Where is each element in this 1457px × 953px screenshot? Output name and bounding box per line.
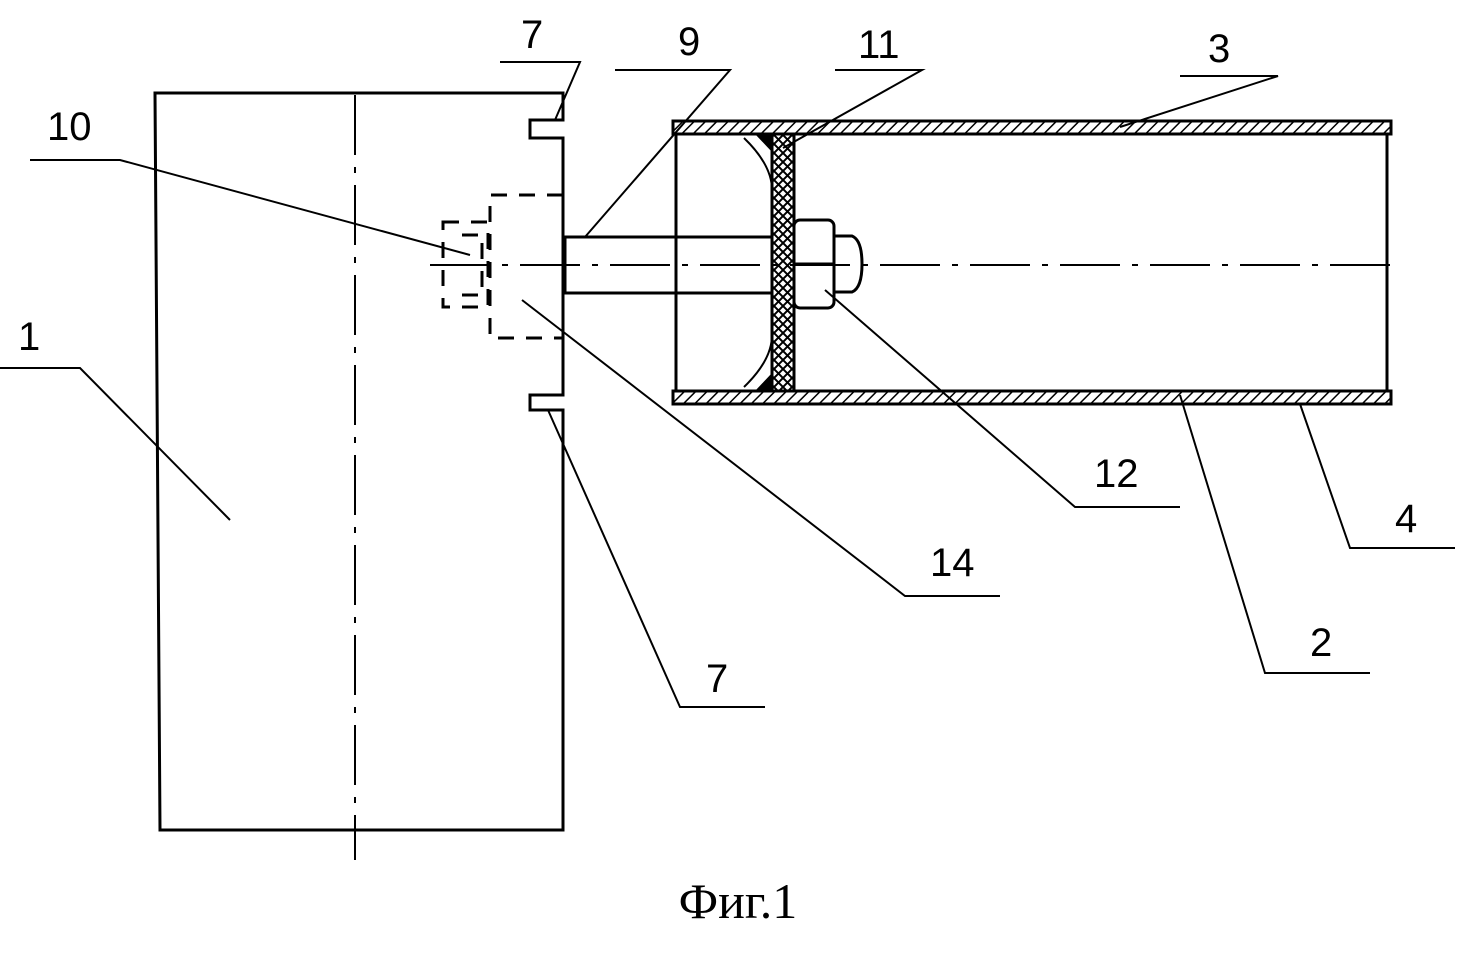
label-14: 14: [930, 541, 975, 585]
part-2-tube: [671, 119, 1393, 406]
label-9: 9: [678, 20, 700, 64]
part-14-recess: [488, 193, 563, 340]
label-3: 3: [1208, 27, 1230, 71]
label-4: 4: [1395, 497, 1417, 541]
part-1-block: [153, 91, 565, 860]
label-12: 12: [1094, 452, 1139, 496]
label-11: 11: [858, 23, 900, 67]
label-2: 2: [1310, 621, 1332, 665]
label-7-top: 7: [521, 13, 543, 57]
leader-lines: [0, 61, 1455, 708]
part-11-partition: [743, 132, 796, 393]
label-7-bottom: 7: [706, 657, 728, 701]
label-1: 1: [18, 315, 40, 359]
figure-caption: Фиг.1: [679, 873, 798, 929]
label-10: 10: [47, 105, 92, 149]
